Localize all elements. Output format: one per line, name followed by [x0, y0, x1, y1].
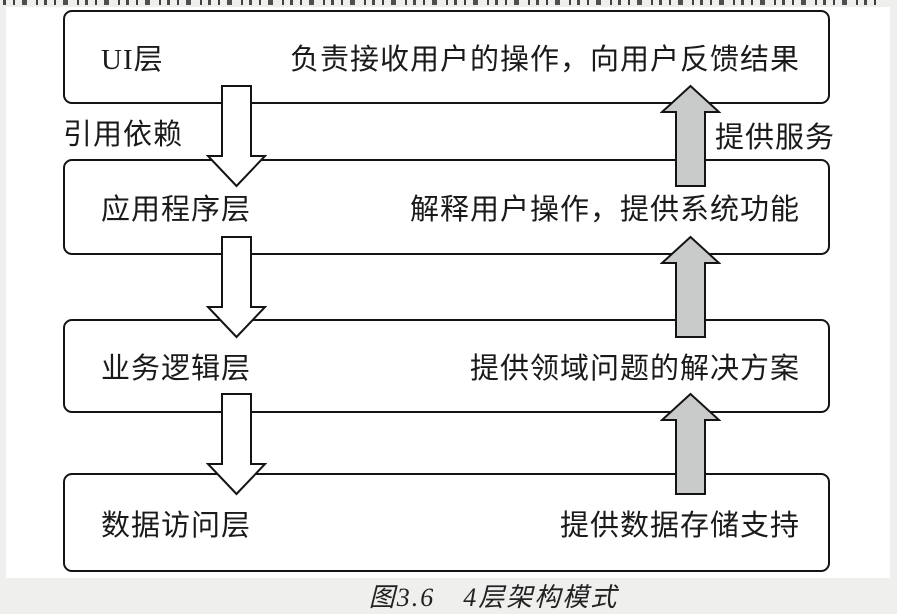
layer-description: 负责接收用户的操作，向用户反馈结果 — [289, 44, 800, 76]
layer-box-data-access: 数据访问层 提供数据存储支持 — [63, 473, 830, 572]
layer-name: 业务逻辑层 — [101, 353, 252, 385]
layer-name: 数据访问层 — [101, 509, 252, 542]
layer-description: 提供领域问题的解决方案 — [469, 353, 800, 385]
down-arrow-icon — [206, 85, 267, 188]
layer-name: 应用程序层 — [101, 194, 252, 226]
up-arrow-icon — [660, 235, 721, 338]
layer-name: UI层 — [101, 44, 164, 76]
layer-box-ui: UI层 负责接收用户的操作，向用户反馈结果 — [63, 10, 830, 104]
service-label: 提供服务 — [714, 122, 835, 154]
dependency-label: 引用依赖 — [63, 119, 184, 151]
truncated-text-line — [3, 0, 881, 5]
up-arrow-shape — [660, 235, 721, 338]
down-arrow-shape — [206, 393, 267, 496]
layer-description: 提供数据存储支持 — [559, 509, 800, 542]
up-arrow-icon — [660, 392, 721, 495]
layer-box-application: 应用程序层 解释用户操作，提供系统功能 — [63, 159, 830, 255]
layer-box-business-logic: 业务逻辑层 提供领域问题的解决方案 — [63, 319, 830, 413]
figure-caption: 图3.6 4层架构模式 — [368, 583, 619, 612]
down-arrow-icon — [206, 393, 267, 496]
down-arrow-shape — [206, 85, 267, 188]
down-arrow-icon — [206, 236, 267, 339]
up-arrow-shape — [660, 84, 721, 187]
up-arrow-shape — [660, 392, 721, 495]
up-arrow-icon — [660, 84, 721, 187]
down-arrow-shape — [206, 236, 267, 339]
layer-description: 解释用户操作，提供系统功能 — [409, 194, 800, 226]
